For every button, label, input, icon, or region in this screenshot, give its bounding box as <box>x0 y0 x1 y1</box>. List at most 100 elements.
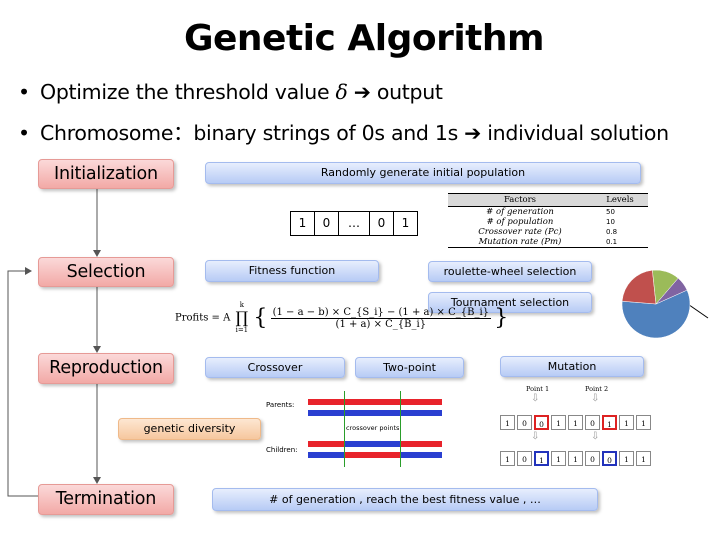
children-label: Children: <box>266 446 298 454</box>
box-tournament-selection: Tournament selection <box>428 292 592 313</box>
table-row: Crossover rate (Pc) 0.8 <box>448 227 648 237</box>
chromosome-example: 1 0 … 0 1 <box>290 211 418 236</box>
level-cell: 0.8 <box>605 228 618 236</box>
down-arrow-icon: ⇩ <box>591 393 600 404</box>
gene-cell: 1 <box>568 451 583 466</box>
gene-cell: 1 <box>500 415 515 430</box>
bullet-threshold: •Optimize the threshold value δ ➔ output <box>18 80 443 104</box>
bit-cell: 1 <box>401 216 410 230</box>
factor-cell: Crossover rate (Pc) <box>478 227 562 237</box>
formula-denominator: (1 + a) × C_{B_i} <box>335 318 427 330</box>
table-header-levels: Levels <box>591 193 648 207</box>
product-symbol: ∏ <box>235 308 249 327</box>
stage-initialization: Initialization <box>38 159 174 189</box>
box-two-point: Two-point <box>355 357 464 378</box>
crossover-point-line-1 <box>344 391 345 467</box>
child-1-segment-b <box>345 441 401 447</box>
gene-cell: 1 <box>551 451 566 466</box>
pie-slice <box>621 269 657 305</box>
bit-cell: 0 <box>370 212 394 235</box>
bit-cell: … <box>339 212 370 235</box>
box-mutation: Mutation <box>500 356 644 377</box>
flow-loop-back <box>7 267 38 497</box>
child-2-segment-c <box>401 452 442 458</box>
gene-cell: 0 <box>585 451 600 466</box>
level-cell: 10 <box>605 218 615 226</box>
mutation-figure: Point 1 Point 2 ⇩ ⇩ 1 0 0 1 1 0 1 1 1 ⇩ … <box>496 385 658 471</box>
child-2-segment-a <box>308 452 345 458</box>
chromosome-before: 1 0 0 1 1 0 1 1 1 <box>500 415 653 430</box>
formula-fraction: (1 − a − b) × C_{S_i} − (1 + a) × C_{B_i… <box>270 306 492 330</box>
gene-cell: 1 <box>500 451 515 466</box>
parents-label: Parents: <box>266 401 295 409</box>
gene-cell: 1 <box>619 415 634 430</box>
gene-cell-mutated: 1 <box>534 451 549 466</box>
down-arrow-icon: ⇩ <box>531 393 540 404</box>
stage-termination: Termination <box>38 484 174 515</box>
crossover-point-line-2 <box>400 391 401 467</box>
bullet-text-end: individual solution <box>481 121 669 145</box>
bullet-text: Chromosome：binary strings of 0s and 1s <box>40 121 465 145</box>
gene-cell: 0 <box>517 451 532 466</box>
gene-cell: 0 <box>585 415 600 430</box>
factors-table: Factors Levels # of generation 50 # of po… <box>448 193 648 248</box>
crossover-figure: Parents: Children: crossover points <box>266 387 450 469</box>
gene-cell: 1 <box>636 451 651 466</box>
box-fitness-function: Fitness function <box>205 260 379 282</box>
table-header-factors: Factors <box>448 193 592 207</box>
product-upper: k <box>239 301 244 309</box>
down-arrow-icon: ⇩ <box>531 431 540 442</box>
gene-cell-mutated: 0 <box>602 451 617 466</box>
table-row: Mutation rate (Pm)0.1 <box>448 237 648 248</box>
gene-cell: 1 <box>551 415 566 430</box>
child-2-segment-b <box>345 452 401 458</box>
gene-cell-mutated: 0 <box>534 415 549 430</box>
roulette-pie-chart <box>621 269 691 339</box>
parent-1-strand <box>308 399 442 405</box>
factor-cell: # of population <box>486 217 554 227</box>
formula-lhs: Profits = A <box>175 312 231 324</box>
point-1-label: Point 1 <box>526 385 550 393</box>
parent-2-strand <box>308 410 442 416</box>
gene-cell: 1 <box>619 451 634 466</box>
chromosome-after: 1 0 1 1 1 0 0 1 1 <box>500 451 653 466</box>
brace-open: { <box>253 305 268 331</box>
box-genetic-diversity: genetic diversity <box>118 418 261 440</box>
level-cell: 50 <box>605 208 615 216</box>
crossover-points-label: crossover points <box>346 424 400 432</box>
table-row: # of population 10 <box>448 217 648 227</box>
table-row: # of generation 50 <box>448 207 648 217</box>
bit-cell: 0 <box>315 212 339 235</box>
profits-formula: Profits = A k ∏ i=1 { (1 − a − b) × C_{S… <box>175 301 508 335</box>
brace-close: } <box>494 305 509 331</box>
factor-cell: # of generation <box>486 207 554 217</box>
gene-cell: 1 <box>568 415 583 430</box>
product-operator: k ∏ i=1 <box>236 301 249 335</box>
pie-slice <box>621 289 691 339</box>
bit-cell: 1 <box>291 212 315 235</box>
bullet-dot: • <box>18 80 30 104</box>
delta-symbol: δ <box>335 80 348 104</box>
product-lower: i=1 <box>235 326 249 334</box>
down-arrow-icon: ⇩ <box>591 431 600 442</box>
box-init-description: Randomly generate initial population <box>205 162 641 184</box>
bullet-dot: • <box>18 121 30 145</box>
page-title: Genetic Algorithm <box>183 18 545 59</box>
box-roulette-selection: roulette-wheel selection <box>428 261 592 282</box>
formula-numerator: (1 − a − b) × C_{S_i} − (1 + a) × C_{B_i… <box>270 306 492 319</box>
box-crossover: Crossover <box>205 357 345 378</box>
arrow-icon: ➔ <box>464 121 482 145</box>
gene-cell-mutated: 1 <box>602 415 617 430</box>
stage-selection: Selection <box>38 257 174 287</box>
bullet-chromosome: •Chromosome：binary strings of 0s and 1s … <box>18 116 669 146</box>
gene-cell: 1 <box>636 415 651 430</box>
child-1-segment-c <box>401 441 442 447</box>
box-termination-description: # of generation , reach the best fitness… <box>212 488 598 511</box>
level-cell: 0.1 <box>591 237 648 248</box>
pie-slice <box>655 277 688 305</box>
factor-cell: Mutation rate (Pm) <box>448 237 592 248</box>
bullet-text-end: output <box>370 80 443 104</box>
stage-reproduction: Reproduction <box>38 353 174 384</box>
bullet-text: Optimize the threshold value <box>40 80 336 104</box>
